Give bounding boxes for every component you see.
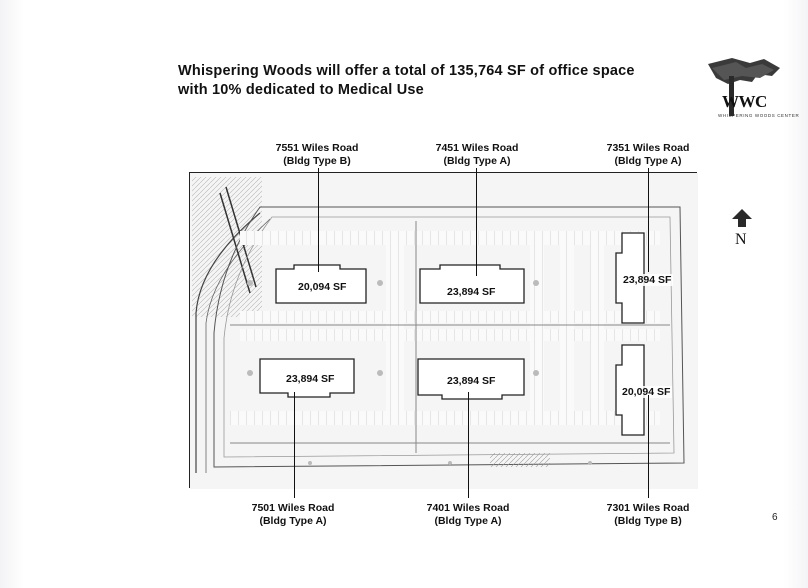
callout-7501: 7501 Wiles Road (Bldg Type A) xyxy=(228,502,358,528)
callout-address: 7551 Wiles Road xyxy=(275,142,359,154)
page-number: 6 xyxy=(772,512,778,523)
building-7301-area: 20,094 SF xyxy=(620,386,673,398)
callout-7301: 7301 Wiles Road (Bldg Type B) xyxy=(583,502,713,528)
callout-7451: 7451 Wiles Road (Bldg Type A) xyxy=(412,142,542,168)
logo-subtitle: WHISPERING WOODS CENTER xyxy=(718,113,800,118)
callout-7551: 7551 Wiles Road (Bldg Type B) xyxy=(252,142,382,168)
headline-line-2: with 10% dedicated to Medical Use xyxy=(178,82,424,98)
callout-7351: 7351 Wiles Road (Bldg Type A) xyxy=(583,142,713,168)
headline-line-1: Whispering Woods will offer a total of 1… xyxy=(178,63,635,79)
callout-type: (Bldg Type A) xyxy=(259,515,327,527)
site-plan-drawing xyxy=(190,173,698,489)
building-7401-area: 23,894 SF xyxy=(445,375,498,387)
leader-line-7351 xyxy=(648,168,649,272)
leader-line-7451 xyxy=(476,168,477,276)
north-label: N xyxy=(735,231,747,248)
callout-type: (Bldg Type B) xyxy=(283,155,351,167)
callout-address: 7501 Wiles Road xyxy=(251,502,335,514)
callout-type: (Bldg Type A) xyxy=(614,155,682,167)
leader-line-7401 xyxy=(468,392,469,498)
site-plan: 20,094 SF 23,894 SF 23,894 SF 23,894 SF … xyxy=(189,172,698,489)
callout-type: (Bldg Type A) xyxy=(434,515,502,527)
leader-line-7501 xyxy=(294,392,295,498)
callout-address: 7401 Wiles Road xyxy=(426,502,510,514)
building-7501-area: 23,894 SF xyxy=(284,373,337,385)
callout-type: (Bldg Type B) xyxy=(614,515,682,527)
leader-line-7551 xyxy=(318,168,319,272)
callout-address: 7451 Wiles Road xyxy=(435,142,519,154)
tree-logo-icon xyxy=(708,58,780,116)
building-7451-area: 23,894 SF xyxy=(445,286,498,298)
callout-address: 7351 Wiles Road xyxy=(606,142,690,154)
callout-address: 7301 Wiles Road xyxy=(606,502,690,514)
logo-text: WWC xyxy=(722,92,767,111)
headline: Whispering Woods will offer a total of 1… xyxy=(178,62,678,100)
callout-7401: 7401 Wiles Road (Bldg Type A) xyxy=(403,502,533,528)
callout-type: (Bldg Type A) xyxy=(443,155,511,167)
building-7351-area: 23,894 SF xyxy=(621,274,674,286)
building-7551-area: 20,094 SF xyxy=(296,281,349,293)
north-arrow-icon xyxy=(732,209,752,227)
leader-line-7301 xyxy=(648,395,649,498)
